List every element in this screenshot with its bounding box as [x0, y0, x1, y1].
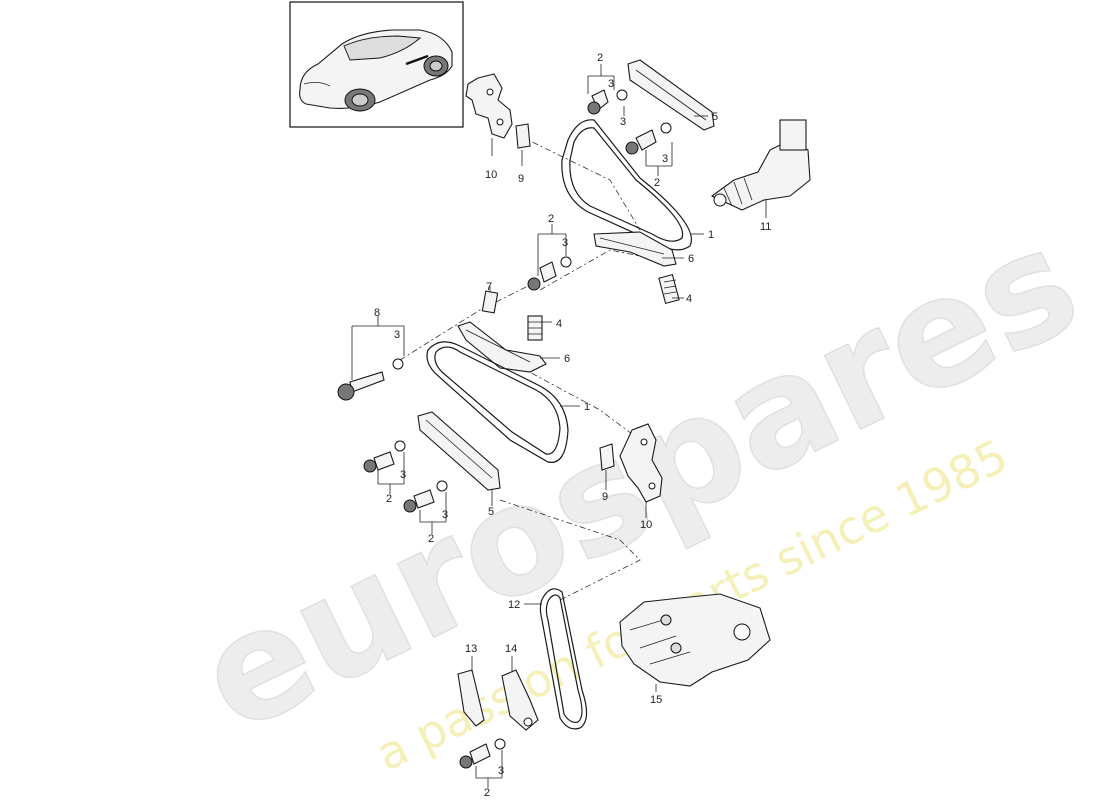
- callout-8: 8: [374, 307, 380, 319]
- callout-12: 12: [508, 599, 520, 611]
- bolt-assembly-top-right: [587, 89, 672, 155]
- plate-9-bottom: [599, 443, 615, 471]
- guide-rail-5-top: [627, 59, 715, 131]
- callout-9: 9: [518, 173, 524, 185]
- upper-timing-chain: [561, 119, 692, 251]
- bolt-8: [337, 358, 404, 401]
- callout-3: 3: [620, 116, 626, 128]
- chain-tensioner-4-left: [527, 315, 543, 341]
- callout-6: 6: [688, 253, 694, 265]
- callout-2: 2: [548, 213, 554, 225]
- callout-2: 2: [386, 493, 392, 505]
- callout-3: 3: [662, 153, 668, 165]
- plate-9-top: [515, 123, 531, 149]
- callouts: 2 3 3 3 2 5 10 9 11 1 2 3 6 4 7 4 8 3 6 …: [374, 52, 771, 799]
- bolt-assembly-bottom: [459, 738, 506, 769]
- callout-3: 3: [400, 469, 406, 481]
- callout-1: 1: [708, 229, 714, 241]
- callout-10: 10: [640, 519, 652, 531]
- vehicle-thumbnail: [289, 1, 464, 128]
- callout-4: 4: [556, 318, 562, 330]
- tensioner-rail-6-top: [593, 231, 677, 267]
- intermediate-timing-chain: [426, 341, 569, 463]
- callout-3: 3: [442, 509, 448, 521]
- callout-1: 1: [584, 401, 590, 413]
- callout-14: 14: [505, 643, 517, 655]
- bracket-10-top: [465, 73, 513, 139]
- callout-6: 6: [564, 353, 570, 365]
- pin-7: [481, 290, 499, 314]
- guide-rail-5-bottom: [417, 411, 501, 491]
- chain-guide-13: [457, 669, 485, 727]
- callout-3: 3: [562, 237, 568, 249]
- callout-13: 13: [465, 643, 477, 655]
- camshaft-11: [710, 119, 811, 211]
- callout-3: 3: [608, 78, 614, 90]
- watermark: eurospares a passion for parts since 198…: [174, 194, 1100, 782]
- chain-tensioner-14: [501, 669, 539, 731]
- callout-9: 9: [602, 491, 608, 503]
- callout-4: 4: [686, 293, 692, 305]
- bolt-assembly-lower-left: [363, 440, 448, 513]
- callout-10: 10: [485, 169, 497, 181]
- callout-15: 15: [650, 694, 662, 706]
- bolt-assembly-middle: [527, 256, 572, 291]
- oil-pump-15: [619, 593, 771, 687]
- oil-pump-chain-12: [539, 588, 588, 730]
- leader-lines: [351, 64, 767, 788]
- callout-2: 2: [428, 533, 434, 545]
- callout-5: 5: [712, 111, 718, 123]
- callout-3: 3: [394, 329, 400, 341]
- tensioner-rail-6-middle: [457, 321, 547, 373]
- callout-2: 2: [597, 52, 603, 64]
- chain-tensioner-4-right: [658, 273, 680, 305]
- callout-5: 5: [488, 506, 494, 518]
- callout-2: 2: [484, 787, 490, 799]
- callout-3: 3: [498, 765, 504, 777]
- bracket-10-bottom: [619, 423, 663, 503]
- callout-7: 7: [486, 281, 492, 293]
- callout-2: 2: [654, 177, 660, 189]
- callout-11: 11: [760, 221, 771, 233]
